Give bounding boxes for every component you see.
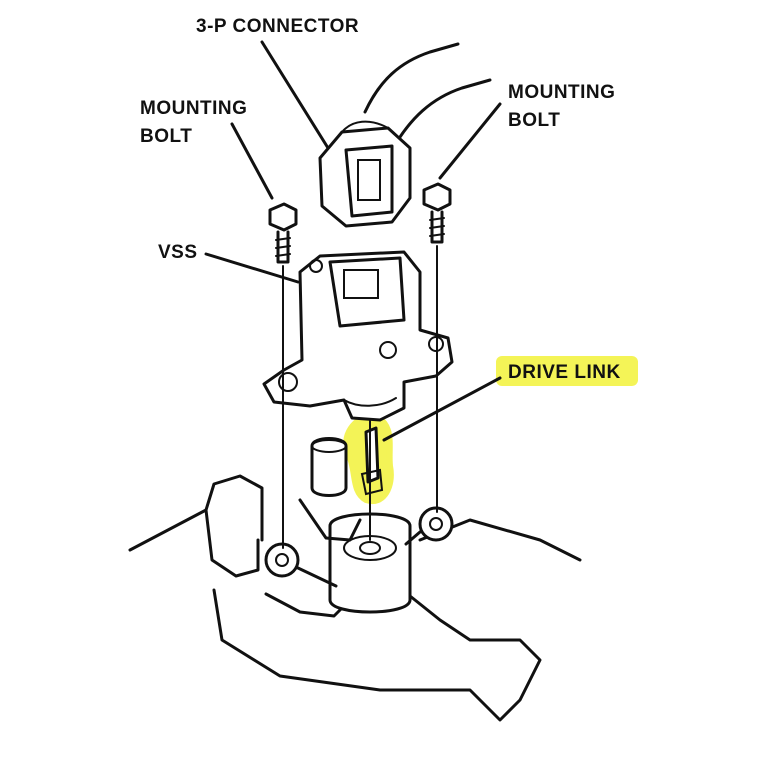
drive-link-leader [382,376,502,442]
drive-link-label-highlight [496,356,638,386]
bolt-right-leader [438,102,502,180]
3p-connector [318,120,412,228]
vss-body [262,250,454,422]
left-mounting-bolt [268,202,298,264]
label-mounting-bolt-right-line2: BOLT [508,110,560,131]
right-mounting-bolt [422,182,452,244]
connector-leader [260,40,330,150]
vss-leader [204,252,300,284]
transmission-housing [128,437,582,722]
leader-lines [204,40,502,442]
label-drive-link: DRIVE LINK [508,362,621,383]
label-mounting-bolt-right-line1: MOUNTING [508,82,615,103]
label-3p-connector: 3-P CONNECTOR [196,16,359,37]
label-vss: VSS [158,242,198,263]
label-mounting-bolt-left-line1: MOUNTING [140,98,247,119]
label-mounting-bolt-left-line2: BOLT [140,126,192,147]
alignment-lines [282,245,438,549]
bolt-left-leader [230,122,274,200]
